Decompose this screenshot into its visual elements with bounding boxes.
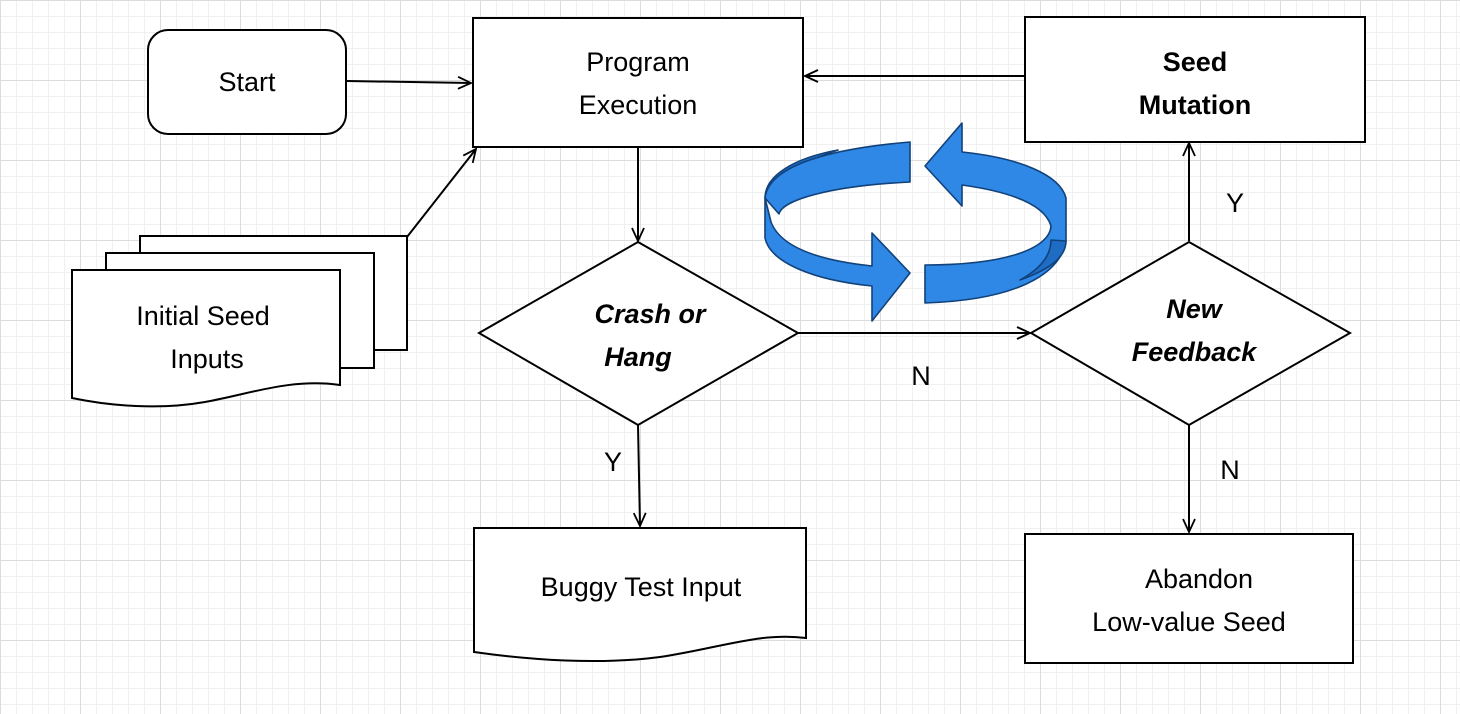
- seed-mutation-node: Seed Mutation: [1024, 16, 1366, 143]
- program-execution-line2: Execution: [579, 90, 698, 120]
- edge-start-to-execution: [346, 81, 471, 83]
- crash-yes-label: Y: [604, 447, 622, 477]
- program-execution-node: Program Execution: [472, 17, 804, 148]
- feedback-no-label: N: [1220, 455, 1240, 485]
- abandon-seed-line2: Low-value Seed: [1092, 607, 1286, 637]
- edge-crash-to-buggy: [638, 424, 640, 526]
- edge-seeds-to-execution: [406, 149, 476, 238]
- crash-or-hang-decision: Crash or Hang: [476, 240, 801, 427]
- buggy-test-input-label: Buggy Test Input: [541, 572, 742, 602]
- initial-seed-line2: Inputs: [170, 344, 244, 374]
- start-label: Start: [218, 67, 276, 97]
- new-feedback-line1: New: [1166, 294, 1224, 324]
- seed-mutation-line2: Mutation: [1139, 90, 1251, 120]
- crash-no-label: N: [911, 361, 931, 391]
- cycle-arrows-icon: [764, 122, 1067, 322]
- abandon-seed-node: Abandon Low-value Seed: [1024, 533, 1354, 664]
- seed-mutation-line1: Seed: [1163, 47, 1228, 77]
- program-execution-line1: Program: [586, 47, 690, 77]
- new-feedback-line2: Feedback: [1132, 337, 1259, 367]
- crash-or-hang-line1: Crash or: [594, 299, 707, 329]
- initial-seed-inputs-node: Initial Seed Inputs: [71, 235, 408, 408]
- start-node: Start: [147, 29, 347, 135]
- buggy-test-input-node: Buggy Test Input: [473, 527, 807, 663]
- new-feedback-decision: New Feedback: [1029, 240, 1353, 427]
- crash-or-hang-line2: Hang: [604, 342, 672, 372]
- initial-seed-line1: Initial Seed: [136, 301, 270, 331]
- abandon-seed-line1: Abandon: [1145, 564, 1253, 594]
- feedback-yes-label: Y: [1226, 188, 1244, 218]
